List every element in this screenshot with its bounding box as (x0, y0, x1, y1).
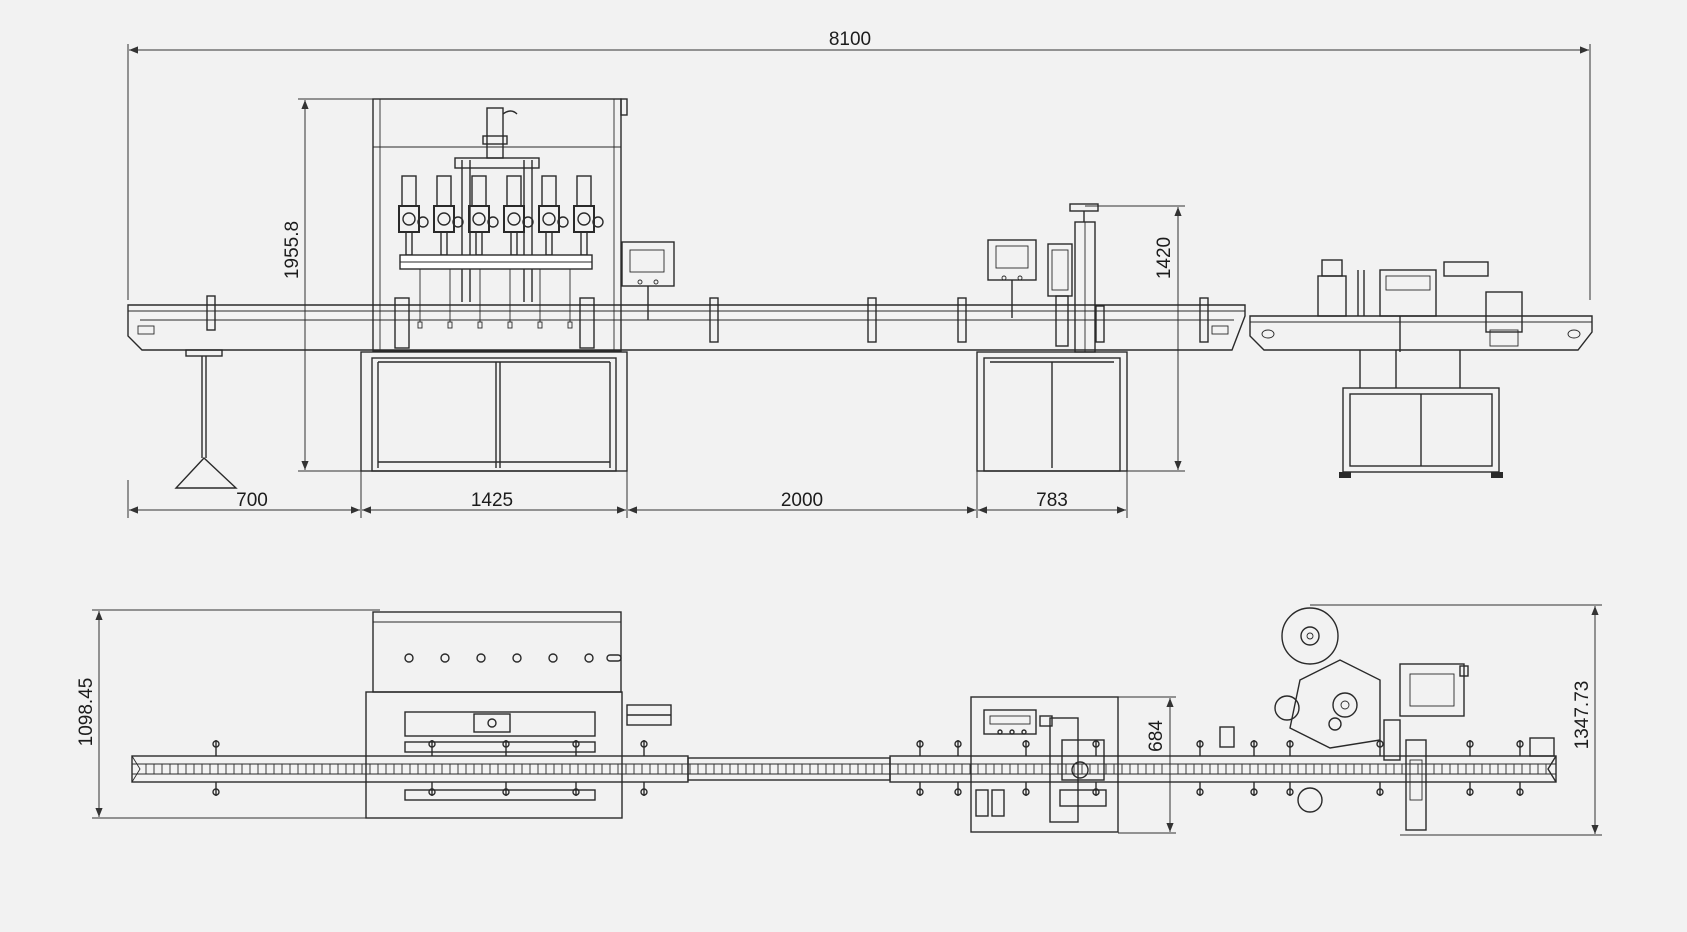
conveyor-front (127, 295, 1246, 489)
filler-nozzles (417, 269, 573, 329)
capping-machine-top (970, 696, 1119, 833)
label-top-view-width: 1098.45 (76, 678, 97, 747)
filler-control-panel (621, 241, 675, 320)
top-view: 1098.45 684 1347.73 (76, 604, 1602, 836)
label-capper-height: 1420 (1154, 237, 1175, 279)
capping-machine-front (976, 203, 1128, 472)
dim-top-view-width: 1098.45 (76, 609, 380, 819)
dim-overall-length: 8100 (127, 29, 1591, 300)
label-overall-length: 8100 (829, 29, 871, 50)
dim-labeler-depth: 1347.73 (1310, 604, 1602, 836)
label-seg-filler: 1425 (471, 490, 513, 511)
filling-machine-top (365, 611, 672, 819)
label-seg-conveyor-stand: 700 (236, 490, 268, 511)
conveyor-chain (145, 764, 1547, 774)
label-filler-height: 1955.8 (282, 221, 303, 279)
label-seg-capper: 783 (1036, 490, 1068, 511)
label-labeler-depth: 1347.73 (1572, 681, 1593, 750)
filler-pumps (398, 175, 604, 256)
label-seg-gap: 2000 (781, 490, 823, 511)
conveyor-top (131, 740, 1557, 796)
labeling-machine-top (1219, 607, 1555, 831)
capper-control-panel (987, 239, 1037, 318)
filler-ports (404, 653, 594, 663)
guide-rail-bolts (212, 740, 1524, 796)
label-capper-depth: 684 (1146, 720, 1167, 752)
dim-capper-height: 1420 (1085, 205, 1185, 472)
filling-machine-front (360, 98, 675, 472)
labeling-machine-front (1249, 259, 1593, 478)
dim-capper-depth: 684 (1118, 696, 1176, 834)
dim-filler-height: 1955.8 (282, 98, 380, 472)
front-view: 8100 1955.8 1420 700 14 (127, 29, 1593, 518)
